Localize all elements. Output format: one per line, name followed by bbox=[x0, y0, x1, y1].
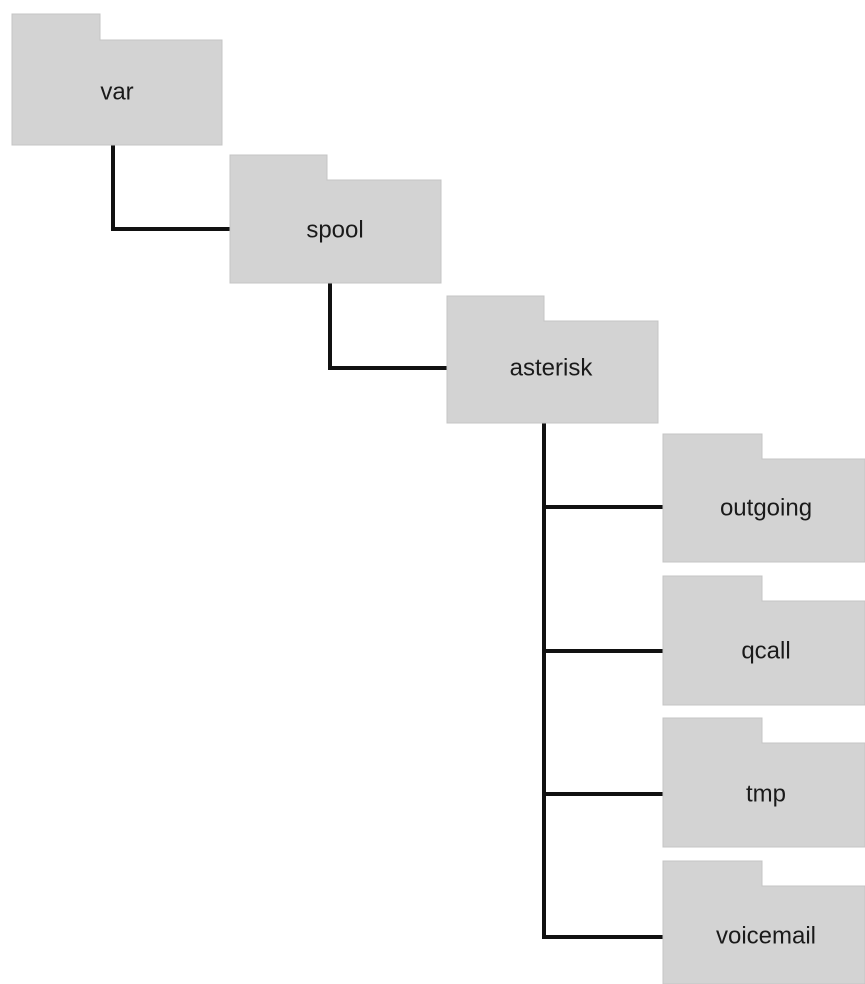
folder-icon bbox=[662, 433, 865, 563]
folder-label-asterisk: asterisk bbox=[510, 354, 594, 381]
folder-icon bbox=[662, 575, 865, 706]
connector-var-spool bbox=[111, 144, 232, 231]
folder-icon bbox=[446, 295, 659, 424]
folder-icon bbox=[662, 860, 865, 984]
folder-tmp[interactable]: tmp bbox=[662, 717, 865, 848]
folder-qcall[interactable]: qcall bbox=[662, 575, 865, 706]
tree-connectors bbox=[111, 144, 665, 939]
folder-label-voicemail: voicemail bbox=[716, 922, 816, 949]
connector-spool-asterisk bbox=[328, 282, 449, 370]
folder-icon bbox=[229, 154, 442, 284]
folder-spool[interactable]: spool bbox=[229, 154, 442, 284]
folder-label-tmp: tmp bbox=[746, 780, 786, 807]
folder-outgoing[interactable]: outgoing bbox=[662, 433, 865, 563]
folder-var[interactable]: var bbox=[11, 13, 223, 146]
folder-label-outgoing: outgoing bbox=[720, 494, 812, 521]
folder-asterisk[interactable]: asterisk bbox=[446, 295, 659, 424]
folder-icon bbox=[11, 13, 223, 146]
folder-label-var: var bbox=[100, 78, 133, 105]
folder-icon bbox=[662, 717, 865, 848]
folder-label-spool: spool bbox=[306, 216, 363, 243]
folder-label-qcall: qcall bbox=[741, 637, 790, 664]
folder-voicemail[interactable]: voicemail bbox=[662, 860, 865, 984]
